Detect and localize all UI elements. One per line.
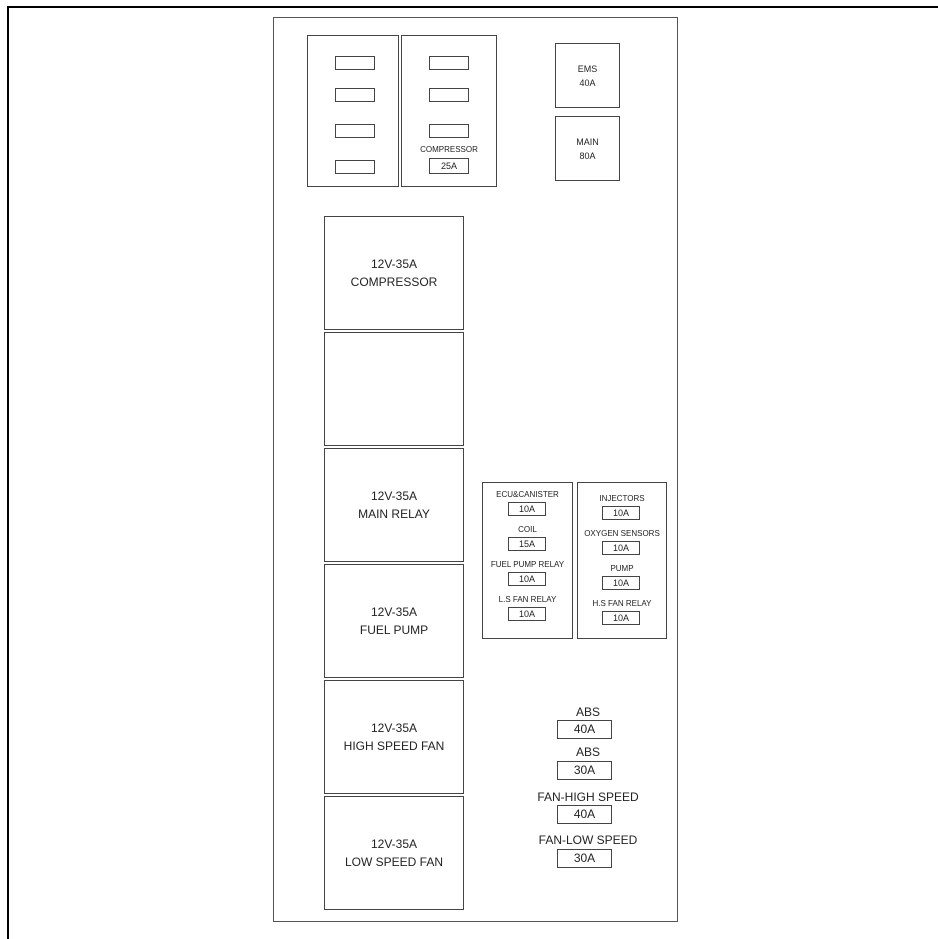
outer-frame	[7, 6, 938, 939]
relay-voltage: 12V-35A	[370, 721, 418, 735]
ls-fan-relay-fuse[interactable]: 10A	[508, 607, 546, 621]
compressor-relay[interactable]: 12V-35A COMPRESSOR	[324, 216, 464, 330]
coil-fuse[interactable]: 15A	[508, 537, 546, 551]
relay-name: COMPRESSOR	[350, 275, 438, 289]
oxygen-sensors-fuse-label: OXYGEN SENSORS	[584, 529, 660, 538]
main-fuse-name: MAIN	[576, 136, 599, 147]
relay-voltage: 12V-35A	[370, 605, 418, 619]
spare-fuse-slot[interactable]	[335, 56, 375, 70]
spare-fuse-slot[interactable]	[429, 56, 469, 70]
abs-40a-fuse-label: ABS	[575, 705, 600, 719]
low-speed-fan-relay[interactable]: 12V-35A LOW SPEED FAN	[324, 796, 464, 910]
empty-relay-slot[interactable]	[324, 332, 464, 446]
abs-30a-fuse-label: ABS	[575, 745, 600, 759]
hs-fan-relay-fuse[interactable]: 10A	[602, 611, 640, 625]
spare-fuse-slot[interactable]	[429, 124, 469, 138]
ems-fuse-name: EMS	[577, 63, 598, 74]
relay-name: FUEL PUMP	[359, 623, 429, 637]
pump-fuse-label: PUMP	[610, 564, 634, 573]
abs-30a-fuse[interactable]: 30A	[557, 761, 612, 780]
ems-fuse-rating: 40A	[579, 77, 596, 88]
fuel-pump-relay-fuse[interactable]: 10A	[508, 572, 546, 586]
injectors-fuse[interactable]: 10A	[602, 506, 640, 520]
relay-voltage: 12V-35A	[370, 257, 418, 271]
relay-name: MAIN RELAY	[358, 507, 430, 521]
mini-fuse-block-right: INJECTORS 10A OXYGEN SENSORS 10A PUMP 10…	[577, 482, 667, 639]
mini-fuse-block-left: ECU&CANISTER 10A COIL 15A FUEL PUMP RELA…	[482, 482, 573, 639]
spare-fuse-slot[interactable]	[429, 88, 469, 102]
main-relay[interactable]: 12V-35A MAIN RELAY	[324, 448, 464, 562]
relay-voltage: 12V-35A	[370, 489, 418, 503]
fan-low-speed-fuse-label: FAN-LOW SPEED	[538, 833, 638, 847]
relay-name: LOW SPEED FAN	[344, 855, 444, 869]
main-fuse-rating: 80A	[579, 150, 596, 161]
compressor-fuse[interactable]: 25A	[429, 158, 469, 174]
relay-name: HIGH SPEED FAN	[343, 739, 445, 753]
ecu-canister-fuse[interactable]: 10A	[508, 502, 546, 516]
ems-fuse[interactable]: EMS 40A	[555, 43, 620, 108]
fuel-pump-relay-fuse-label: FUEL PUMP RELAY	[490, 560, 565, 569]
oxygen-sensors-fuse[interactable]: 10A	[602, 541, 640, 555]
compressor-fuse-label: COMPRESSOR	[420, 145, 478, 154]
ecu-canister-fuse-label: ECU&CANISTER	[496, 490, 559, 499]
ls-fan-relay-fuse-label: L.S FAN RELAY	[498, 595, 557, 604]
injectors-fuse-label: INJECTORS	[599, 494, 645, 503]
fan-low-speed-fuse[interactable]: 30A	[557, 849, 612, 868]
pump-fuse[interactable]: 10A	[602, 576, 640, 590]
coil-fuse-label: COIL	[518, 525, 537, 534]
fan-high-speed-fuse-label: FAN-HIGH SPEED	[537, 790, 639, 804]
fan-high-speed-fuse[interactable]: 40A	[557, 805, 612, 824]
spare-fuse-slot[interactable]	[335, 160, 375, 174]
spare-fuse-slot[interactable]	[335, 88, 375, 102]
high-speed-fan-relay[interactable]: 12V-35A HIGH SPEED FAN	[324, 680, 464, 794]
spare-fuse-block-left	[307, 35, 399, 187]
fuse-box-panel: COMPRESSOR 25A EMS 40A MAIN 80A 12V-35A …	[273, 17, 678, 922]
spare-fuse-slot[interactable]	[335, 124, 375, 138]
spare-fuse-block-right: COMPRESSOR 25A	[401, 35, 497, 187]
fuel-pump-relay[interactable]: 12V-35A FUEL PUMP	[324, 564, 464, 678]
relay-voltage: 12V-35A	[370, 837, 418, 851]
main-fuse[interactable]: MAIN 80A	[555, 116, 620, 181]
hs-fan-relay-fuse-label: H.S FAN RELAY	[592, 599, 652, 608]
abs-40a-fuse[interactable]: 40A	[557, 720, 612, 739]
